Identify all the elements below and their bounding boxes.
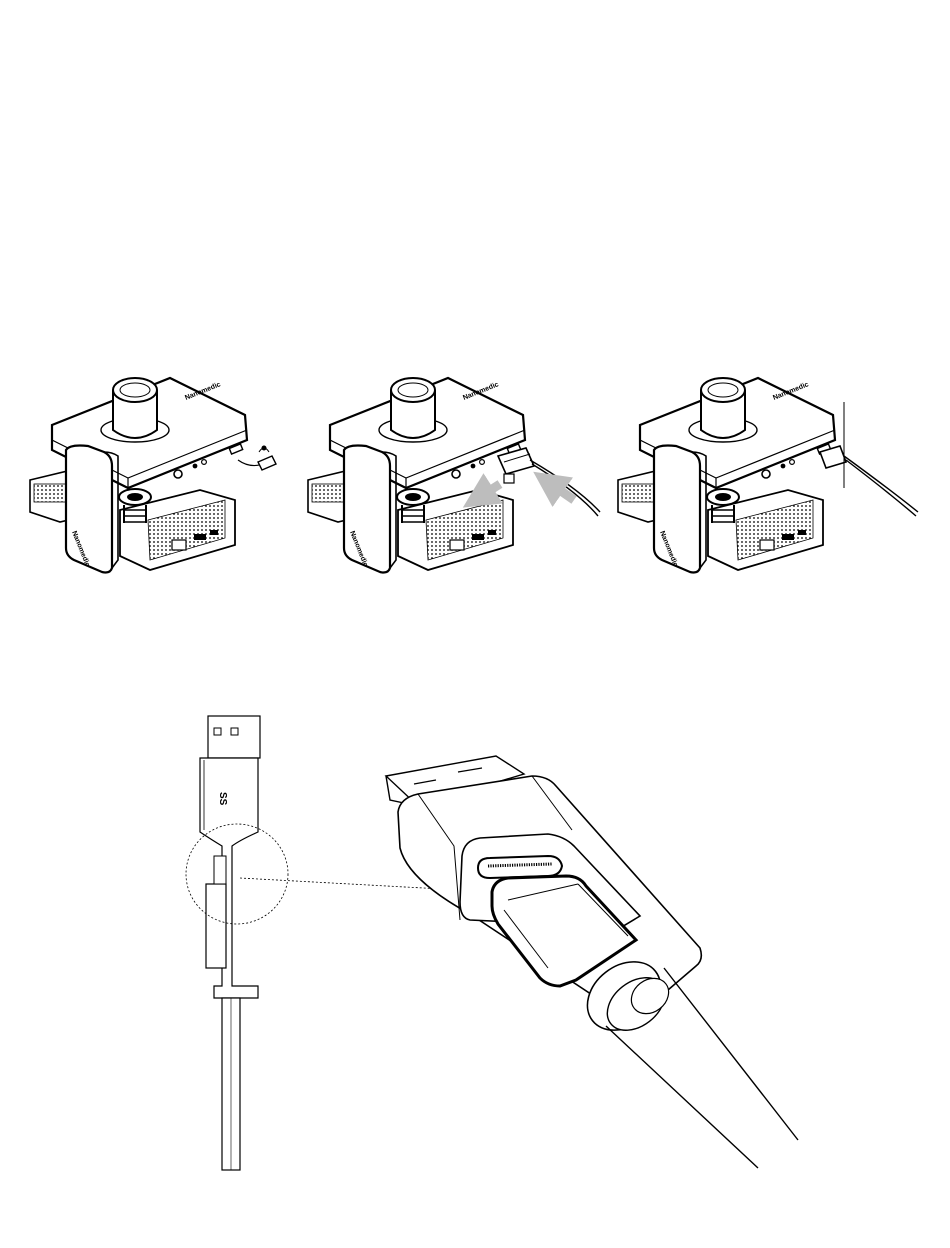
usb-ss-logo-text: SS <box>217 792 228 806</box>
usb-c-insert <box>206 884 226 968</box>
usb-adapter-detail <box>386 756 798 1168</box>
cable-cap-step-1 <box>238 446 276 471</box>
insert-arrow-right <box>548 482 574 500</box>
usb-plug-step-3 <box>820 402 918 516</box>
panel-step-2: Nanomedic Nanomedic <box>308 378 600 573</box>
panel-step-1: Nanomedic Nanomedic <box>30 378 276 573</box>
panel-step-3: Nanomedic Nanomedic <box>618 378 918 573</box>
